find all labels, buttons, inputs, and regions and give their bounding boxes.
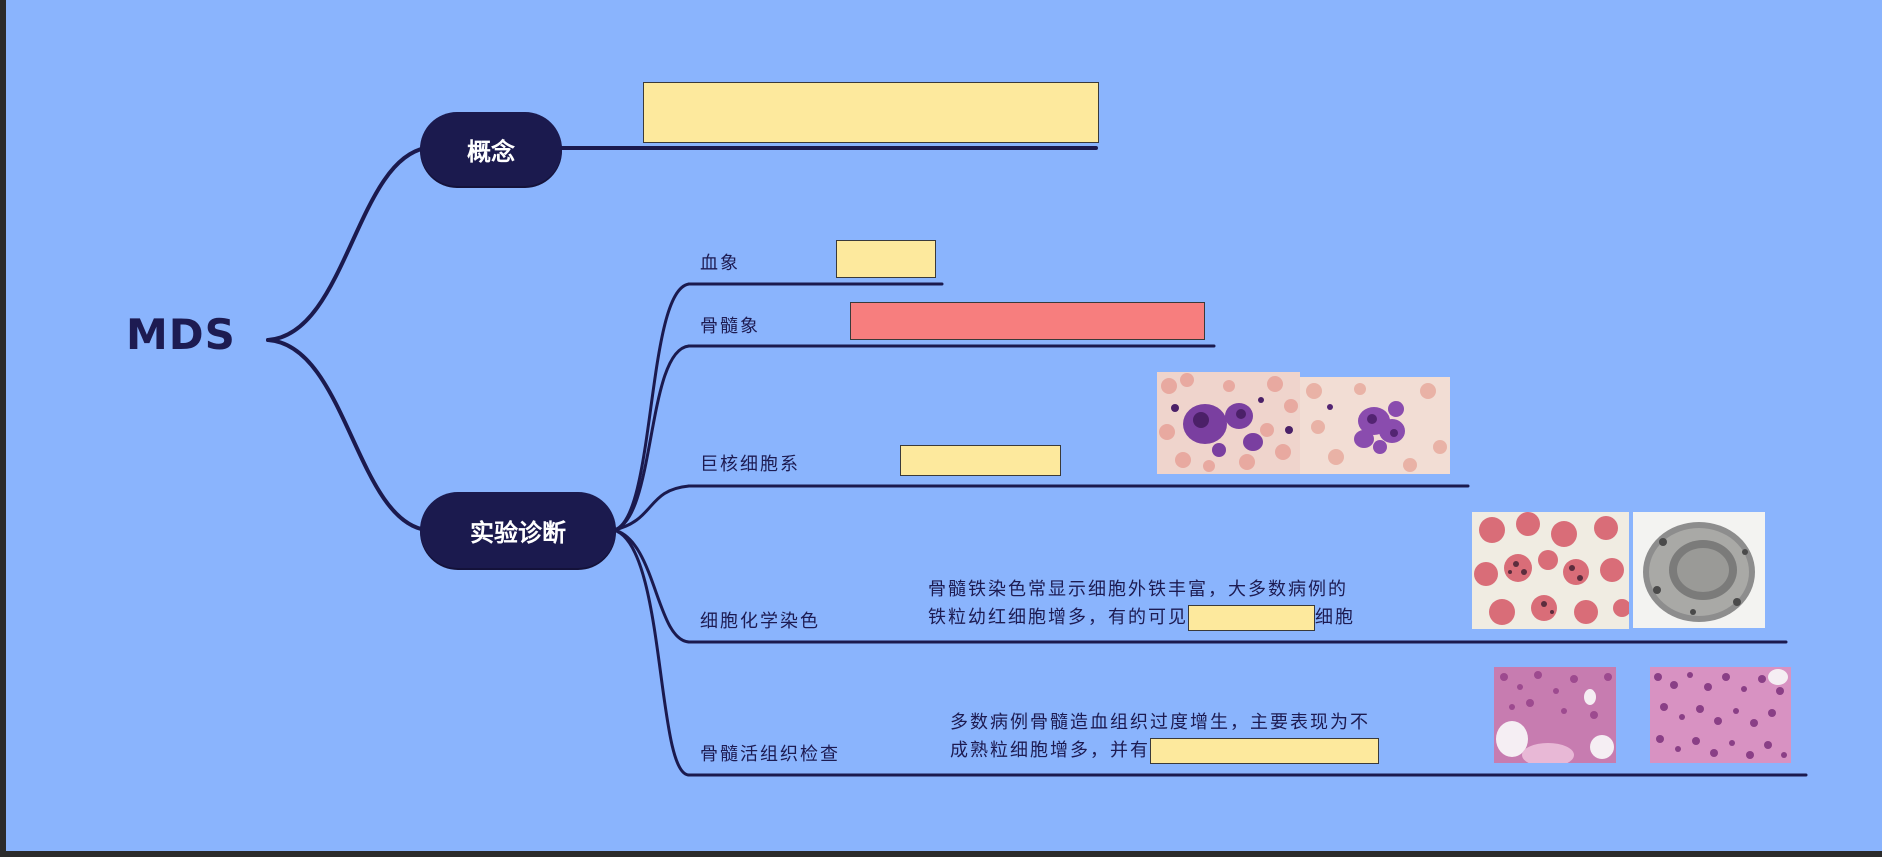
megakaryocyte-image-1 xyxy=(1157,372,1300,474)
cytochem-answer-blank[interactable] xyxy=(1188,605,1315,631)
blood-answer-blank[interactable] xyxy=(836,240,936,278)
marrow-answer-blank[interactable] xyxy=(850,302,1205,340)
connector-lab-mega xyxy=(612,484,691,532)
biopsy-line-1: 多数病例骨髓造血组织过度增生，主要表现为不 xyxy=(950,712,1370,733)
branch-marrow-label[interactable]: 骨髓象 xyxy=(700,316,760,337)
megakaryocyte-answer-blank[interactable] xyxy=(900,445,1061,476)
branch-biopsy-label[interactable]: 骨髓活组织检查 xyxy=(700,744,840,765)
electron-micrograph-image xyxy=(1633,512,1765,628)
biopsy-line-2: 成熟粒细胞增多，并有 xyxy=(950,737,1379,765)
cytochem-line-1: 骨髓铁染色常显示细胞外铁丰富，大多数病例的 xyxy=(928,579,1348,600)
megakaryocyte-image-2 xyxy=(1300,377,1450,474)
connector-root-concept xyxy=(266,146,428,342)
connector-lines xyxy=(266,146,1808,777)
ringed-sideroblast-image xyxy=(1472,512,1629,629)
cytochem-line-2-after: 细胞 xyxy=(1315,607,1355,628)
biopsy-answer-blank[interactable] xyxy=(1150,738,1379,764)
concept-answer-blank[interactable] xyxy=(643,82,1099,143)
mind-map-canvas: MDS 概念 实验诊断 血象 骨髓象 巨核细胞系 xyxy=(6,0,1882,851)
biopsy-line-2-before: 成熟粒细胞增多，并有 xyxy=(950,740,1150,761)
biopsy-description: 多数病例骨髓造血组织过度增生，主要表现为不 成熟粒细胞增多，并有 xyxy=(950,709,1379,765)
connector-root-lab xyxy=(266,338,428,532)
cytochem-line-2-before: 铁粒幼红细胞增多，有的可见 xyxy=(928,607,1188,628)
branch-cytochem-label[interactable]: 细胞化学染色 xyxy=(700,611,820,632)
cytochem-description: 骨髓铁染色常显示细胞外铁丰富，大多数病例的 铁粒幼红细胞增多，有的可见 细胞 xyxy=(928,576,1355,632)
connector-lab-biopsy xyxy=(612,528,691,777)
node-concept[interactable]: 概念 xyxy=(420,112,562,186)
node-concept-label: 概念 xyxy=(467,137,515,166)
node-lab-diagnosis-label: 实验诊断 xyxy=(470,518,566,547)
branch-megakaryocyte-label[interactable]: 巨核细胞系 xyxy=(700,454,800,475)
biopsy-image-1 xyxy=(1494,667,1616,763)
root-node-mds[interactable]: MDS xyxy=(126,310,236,359)
connector-lab-cytochem xyxy=(612,528,691,644)
connector-lab-marrow xyxy=(612,344,691,532)
cytochem-line-2: 铁粒幼红细胞增多，有的可见 细胞 xyxy=(928,604,1355,632)
branch-blood-label[interactable]: 血象 xyxy=(700,253,740,274)
connector-lab-blood xyxy=(612,282,691,532)
node-lab-diagnosis[interactable]: 实验诊断 xyxy=(420,492,616,568)
biopsy-image-2 xyxy=(1650,667,1791,763)
